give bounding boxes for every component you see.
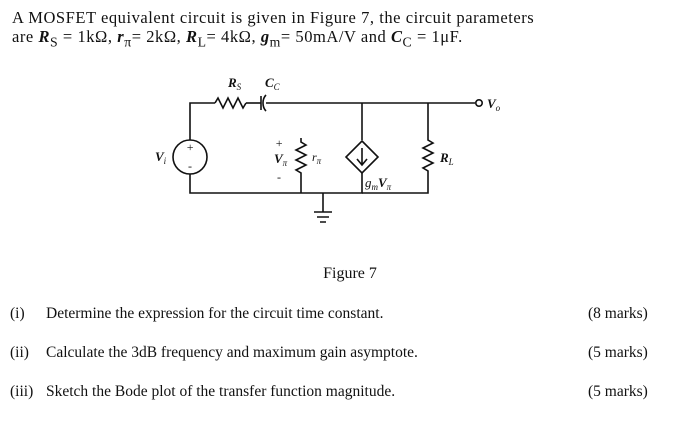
wire-source-bottom xyxy=(189,174,354,194)
vpi-plus: + xyxy=(275,136,283,150)
figure-caption: Figure 7 xyxy=(323,265,377,282)
question-marks: (8 marks) xyxy=(588,305,648,322)
wire-top-left xyxy=(189,102,215,140)
label-vo: Vo xyxy=(487,96,501,113)
label-rl: RL xyxy=(439,150,454,167)
wire-gm-bottom xyxy=(354,173,363,194)
param-gm: gm= 50mA/V and xyxy=(260,27,391,50)
label-vpi: Vπ xyxy=(274,151,288,168)
param-rl: RL= 4kΩ, xyxy=(186,27,261,50)
intro-line-1: A MOSFET equivalent circuit is given in … xyxy=(12,8,535,27)
question-text: Determine the expression for the circuit… xyxy=(46,305,384,322)
output-terminal xyxy=(474,99,483,108)
label-vi: Vi xyxy=(155,149,167,166)
question-text: Sketch the Bode plot of the transfer fun… xyxy=(46,383,396,400)
capacitor-cc xyxy=(260,94,267,112)
problem-statement: A MOSFET equivalent circuit is given in … xyxy=(12,8,692,51)
question-number: (i) xyxy=(10,305,25,322)
resistor-rl xyxy=(362,103,435,194)
param-rpi: rπ= 2kΩ, xyxy=(117,27,186,50)
source-minus: - xyxy=(188,159,192,173)
label-rs: RS xyxy=(227,75,242,92)
question-marks: (5 marks) xyxy=(588,344,648,361)
question-number: (ii) xyxy=(10,344,29,361)
param-rs: RS = 1kΩ, xyxy=(38,27,118,50)
question-number: (iii) xyxy=(10,383,34,400)
question-marks: (5 marks) xyxy=(588,383,648,400)
label-gm: gmVπ xyxy=(365,175,392,192)
intro-line-2: are RS = 1kΩ, rπ= 2kΩ, RL= 4kΩ, gm= 50mA… xyxy=(12,27,692,51)
resistor-rs xyxy=(214,96,247,110)
param-cc: CC = 1μF. xyxy=(390,27,463,50)
resistor-rpi xyxy=(294,138,308,193)
ground-symbol xyxy=(314,211,332,223)
vpi-minus: - xyxy=(277,170,281,184)
current-arrow xyxy=(356,148,368,167)
intro-prefix: are xyxy=(12,27,34,46)
source-plus: + xyxy=(186,140,194,154)
label-rpi: rπ xyxy=(312,150,322,166)
question-text: Calculate the 3dB frequency and maximum … xyxy=(46,344,418,361)
label-cc: CC xyxy=(265,75,281,92)
